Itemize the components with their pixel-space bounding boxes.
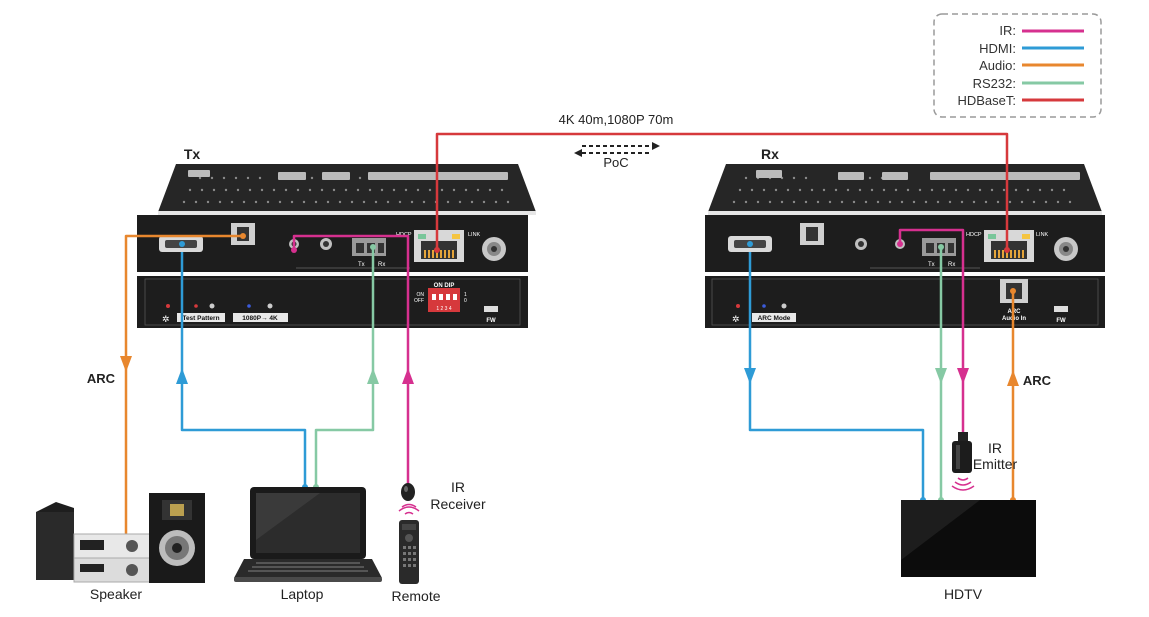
legend-hdmi-label: HDMI:	[979, 41, 1016, 56]
rx-rs-tx-label: Tx	[928, 262, 935, 268]
rx-arc-button[interactable]	[781, 303, 787, 309]
arc-label-left: ARC	[87, 371, 116, 386]
laptop-label: Laptop	[281, 586, 324, 602]
rx-extender: Rx Tx Rx HDCP LINK	[705, 146, 1105, 328]
distance-label: 4K 40m,1080P 70m	[559, 112, 674, 127]
speaker-system-icon	[36, 493, 205, 583]
tx-res-label: 1080P→ 4K	[242, 315, 278, 322]
ir-receiver-icon	[401, 483, 415, 501]
rx-arc-led	[762, 304, 766, 308]
tx-link-label: LINK	[468, 232, 481, 238]
sun-icon: ✲	[162, 314, 170, 324]
tx-hdmi-cable	[180, 252, 307, 487]
hdbaset-cable	[435, 132, 1009, 250]
rx-arc-label: ARC	[1008, 309, 1022, 315]
tx-rs-tx-label: Tx	[358, 262, 365, 268]
rx-hdmi-arrow-down	[744, 368, 756, 384]
legend-box	[933, 13, 1102, 118]
tx-ir-cable	[292, 234, 410, 484]
poc-arrows-icon	[574, 142, 660, 157]
tx-dip-zero: 0	[464, 298, 467, 304]
ir-signal-icon	[398, 503, 420, 515]
laptop-icon	[234, 487, 382, 582]
tx-audio-cable	[124, 234, 243, 538]
legend: IR: HDMI: Audio: RS232: HDBaseT:	[933, 13, 1102, 118]
rx-audio-arrow-up	[1007, 370, 1019, 386]
poc-label: PoC	[603, 155, 628, 170]
tx-dip-on: ON	[417, 292, 425, 298]
ir-emitter-icon	[952, 432, 972, 473]
rx-hdmi-cable	[748, 252, 925, 500]
ir-emitter-label-2: Emitter	[973, 456, 1018, 472]
tx-rs232-arrow-up	[367, 368, 379, 384]
remote-control-icon	[399, 520, 419, 584]
rx-rs-rx-label: Rx	[948, 262, 955, 268]
tx-rs232-cable	[314, 247, 375, 487]
ir-emitter-label-1: IR	[988, 440, 1002, 456]
tx-dip-one: 1	[464, 292, 467, 298]
legend-audio-label: Audio:	[979, 58, 1016, 73]
rx-power-led	[736, 304, 740, 308]
tx-hdmi-arrow-up	[176, 368, 188, 384]
tx-test-button[interactable]	[209, 303, 215, 309]
tx-test-led	[194, 304, 198, 308]
tx-audio-arrow-down	[120, 356, 132, 372]
rx-rs232-arrow-down	[935, 368, 947, 384]
tx-test-pattern-label: Test Pattern	[182, 315, 219, 322]
tx-fw-label: FW	[486, 318, 496, 324]
rx-fw-label: FW	[1056, 318, 1066, 324]
rx-hdcp-label: HDCP	[966, 232, 982, 238]
rx-top-badges	[756, 170, 1080, 180]
tx-dip-nums: 1 2 3 4	[436, 306, 452, 312]
tx-fw-port[interactable]	[484, 306, 498, 312]
tx-extender: Tx Tx Rx HDCP	[137, 146, 536, 328]
tx-top-surface	[158, 164, 536, 212]
tx-dip-title: ON DIP	[434, 283, 455, 289]
rx-arc-mode-label: ARC Mode	[758, 315, 791, 322]
arc-label-right: ARC	[1023, 373, 1052, 388]
rx-title: Rx	[761, 146, 779, 162]
ir-receiver-label-1: IR	[451, 479, 465, 495]
tx-rs-rx-label: Rx	[378, 262, 385, 268]
speaker-label: Speaker	[90, 586, 142, 602]
legend-rs232-label: RS232:	[973, 76, 1016, 91]
hdtv-label: HDTV	[944, 586, 983, 602]
tx-res-led	[247, 304, 251, 308]
rx-link-label: LINK	[1036, 232, 1049, 238]
legend-ir-label: IR:	[999, 23, 1016, 38]
rx-ir-arrow-down	[957, 368, 969, 384]
tx-res-button[interactable]	[267, 303, 273, 309]
ir-receiver-label-2: Receiver	[430, 496, 486, 512]
cable-arrowheads	[120, 356, 1019, 386]
cables	[124, 132, 1015, 538]
tx-ir-arrow-up	[402, 368, 414, 384]
remote-label: Remote	[391, 588, 440, 604]
emitter-signal-icon	[951, 477, 975, 491]
tx-front-strip	[158, 211, 536, 215]
tx-power-led	[166, 304, 170, 308]
rx-vent-holes	[732, 176, 1072, 204]
rx-front-strip	[708, 211, 1102, 215]
rx-fw-port[interactable]	[1054, 306, 1068, 312]
rx-sun-icon: ✲	[732, 314, 740, 324]
tx-title: Tx	[184, 146, 201, 162]
tx-vent-holes	[182, 176, 510, 204]
hdtv-icon	[901, 500, 1036, 577]
rx-ir-cable	[898, 228, 965, 440]
legend-hdbaset-label: HDBaseT:	[957, 93, 1016, 108]
tx-dip-off: OFF	[414, 298, 424, 304]
